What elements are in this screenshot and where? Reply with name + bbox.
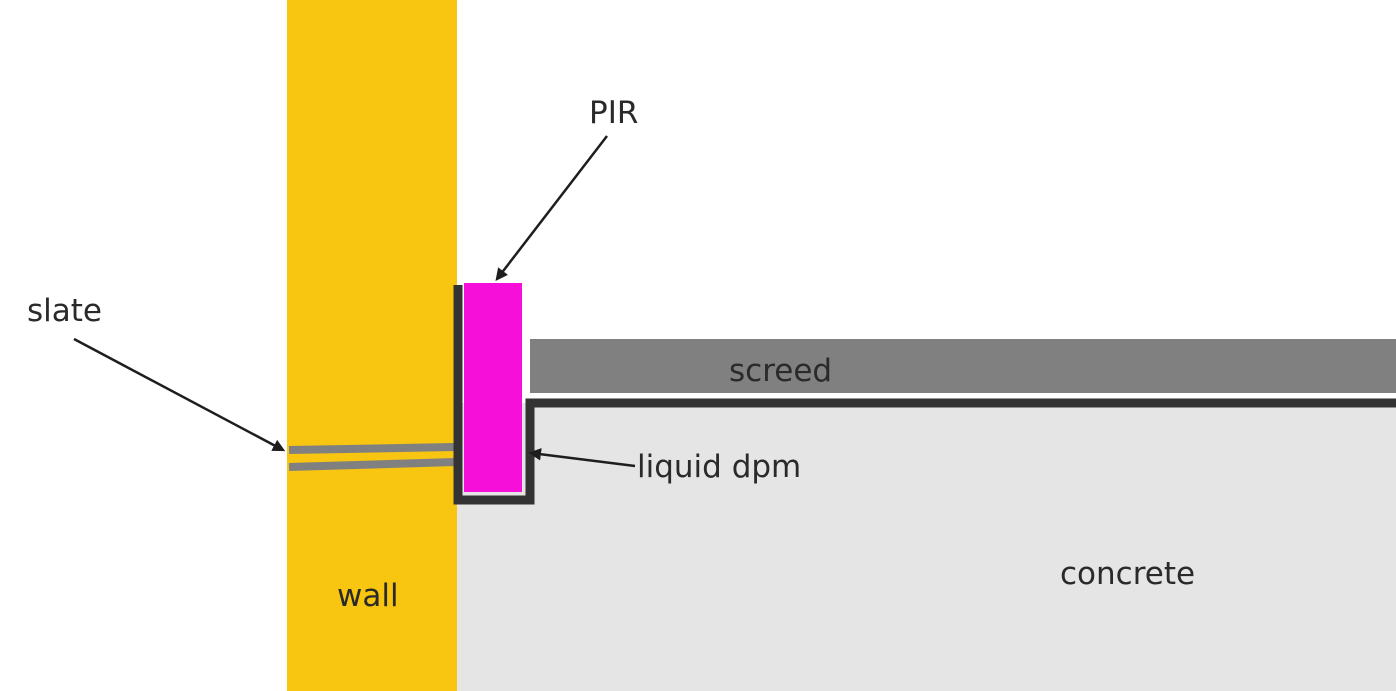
concrete-slab: [457, 403, 1396, 691]
concrete-label: concrete: [1060, 556, 1195, 592]
wall-label: wall: [337, 578, 399, 614]
liquid-dpm-label: liquid dpm: [637, 449, 801, 485]
screed-label: screed: [729, 353, 832, 389]
pir-label: PIR: [589, 95, 638, 131]
liquid-dpm-arrow: [528, 448, 636, 468]
slate-label: slate: [27, 293, 102, 329]
slate-layer-top: [288, 443, 456, 454]
slate-layer-bottom: [288, 458, 456, 471]
pir-insulation: [464, 283, 522, 492]
pir-arrow: [495, 135, 608, 281]
screed-layer: [530, 339, 1396, 393]
wall: [287, 0, 457, 691]
slate-arrow: [73, 337, 286, 452]
liquid-dpm-membrane: [453, 285, 1396, 505]
